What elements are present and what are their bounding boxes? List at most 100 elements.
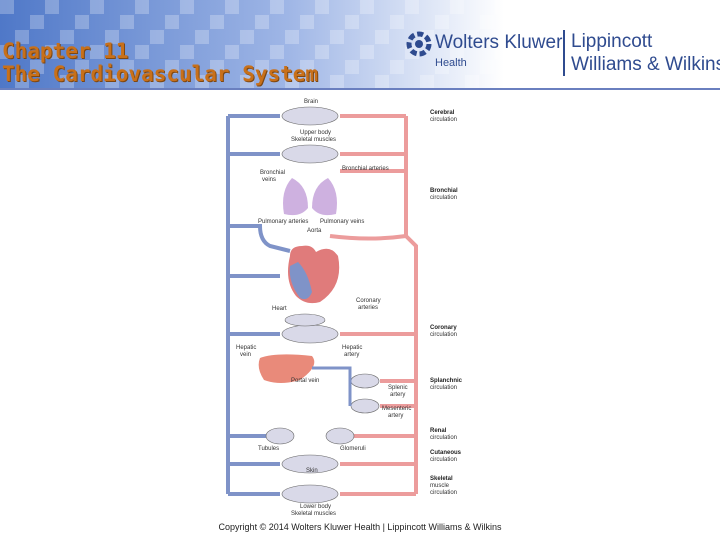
banner-tile — [375, 30, 389, 44]
wolters-kluwer-logo-icon — [406, 31, 432, 57]
left-lung — [283, 178, 308, 216]
circulation-sub: circulation — [430, 385, 458, 391]
copyright-footer: Copyright © 2014 Wolters Kluwer Health |… — [218, 522, 502, 532]
title-rule — [0, 88, 720, 90]
label-pulmonary-veins: Pulmonary veins — [320, 219, 365, 225]
label-mesenteric-artery-1: Mesenteric — [382, 406, 412, 412]
label-brain: Brain — [304, 99, 319, 105]
banner-tile — [210, 15, 224, 29]
banner-tile — [240, 30, 254, 44]
banner-tile — [330, 75, 344, 88]
capillary-beds — [265, 106, 380, 504]
circulation-sub: muscle — [430, 483, 450, 489]
banner-tile — [225, 45, 239, 59]
circulation-sub: circulation — [430, 117, 458, 123]
tubules-capillary-bed — [265, 427, 295, 445]
banner-tile — [210, 60, 224, 74]
publisher-logo: Wolters Kluwer Health Lippincott William… — [405, 28, 720, 82]
banner-tile — [60, 75, 74, 88]
banner-tile — [90, 45, 104, 59]
lungs — [283, 178, 337, 216]
circulation-skeletal-muscle: Skeletal muscle circulation — [430, 476, 457, 497]
label-hepatic-artery-2: artery — [344, 352, 360, 358]
circulation-sub: circulation — [430, 435, 458, 441]
label-coronary-arteries-1: Coronary — [356, 298, 381, 304]
circulation-sub: circulation — [430, 332, 458, 338]
skin-capillary-bed — [281, 454, 339, 474]
label-splenic-artery-1: Splenic — [388, 385, 408, 391]
label-mesenteric-artery-2: artery — [388, 413, 404, 419]
banner-tile — [450, 0, 464, 14]
banner-tile — [225, 0, 239, 14]
banner-tile — [30, 15, 44, 29]
label-skin: Skin — [306, 468, 318, 474]
banner-tile — [480, 15, 494, 29]
banner-tile — [165, 15, 179, 29]
venous-pathways — [226, 114, 291, 496]
coronary-capillary-bed — [284, 313, 326, 327]
circulation-cerebral: Cerebral circulation — [430, 110, 457, 124]
banner-tile — [120, 15, 134, 29]
arterial-trunk — [404, 116, 418, 494]
banner-tile — [150, 30, 164, 44]
pulmonary-vein-left — [228, 224, 291, 253]
label-hepatic-vein-1: Hepatic — [236, 345, 257, 351]
banner-tile — [120, 60, 134, 74]
banner-tile — [525, 15, 539, 29]
banner-tile — [255, 60, 269, 74]
circulation-title: Coronary — [430, 325, 457, 331]
banner-tile — [90, 0, 104, 14]
banner-tile — [285, 75, 299, 88]
aorta-path — [329, 234, 407, 241]
label-upper-body-1: Upper body — [300, 130, 332, 136]
label-pulmonary-arteries: Pulmonary arteries — [258, 219, 309, 225]
label-bronchial-veins-2: veins — [262, 177, 277, 183]
circulation-title: Cerebral — [430, 110, 455, 116]
label-glomeruli: Glomeruli — [340, 446, 366, 452]
circulation-cutaneous: Cutaneous circulation — [430, 450, 461, 464]
banner-tile — [195, 30, 209, 44]
banner-tile-pattern — [0, 0, 539, 88]
banner-tile — [480, 60, 494, 74]
label-lower-body-1: Lower body — [300, 504, 332, 510]
brain-capillary-bed — [281, 106, 339, 126]
banner-tile — [420, 75, 434, 88]
logo-line1: Lippincott — [571, 31, 653, 52]
slide-title-line1: Chapter 11 — [2, 39, 129, 63]
label-portal-vein: Portal vein — [291, 378, 320, 384]
logo-divider — [563, 30, 565, 76]
banner-tile — [465, 75, 479, 88]
banner-tile — [195, 75, 209, 88]
banner-tile — [435, 15, 449, 29]
banner-tile — [525, 60, 539, 74]
logo-line2: Williams & Wilkins — [571, 54, 720, 75]
banner-tile — [315, 45, 329, 59]
label-lower-body-2: Skeletal muscles — [291, 511, 337, 517]
banner-tile — [150, 75, 164, 88]
heart-right — [289, 262, 312, 300]
circulation-title: Skeletal — [430, 476, 453, 482]
banner-tile — [510, 75, 524, 88]
banner-tile — [45, 0, 59, 14]
circulation-title: Splanchnic — [430, 378, 463, 384]
liver — [258, 354, 315, 383]
banner-tile — [0, 45, 14, 59]
banner-tile — [30, 60, 44, 74]
banner-tile — [105, 75, 119, 88]
circulation-sub: circulation — [430, 457, 458, 463]
upper-body-capillary-bed — [281, 144, 339, 164]
label-bronchial-arteries: Bronchial arteries — [342, 166, 389, 172]
banner-tile — [165, 60, 179, 74]
banner-tile — [180, 0, 194, 14]
banner-tile — [300, 15, 314, 29]
banner-tile — [330, 30, 344, 44]
banner-tile — [60, 30, 74, 44]
banner-tile — [495, 45, 509, 59]
arterial-pathways — [329, 114, 418, 496]
circulation-coronary: Coronary circulation — [430, 325, 457, 339]
label-heart: Heart — [272, 306, 287, 312]
banner-tile — [360, 0, 374, 14]
banner-tile — [405, 0, 419, 14]
slide-title-line2: The Cardiovascular System — [2, 62, 319, 86]
